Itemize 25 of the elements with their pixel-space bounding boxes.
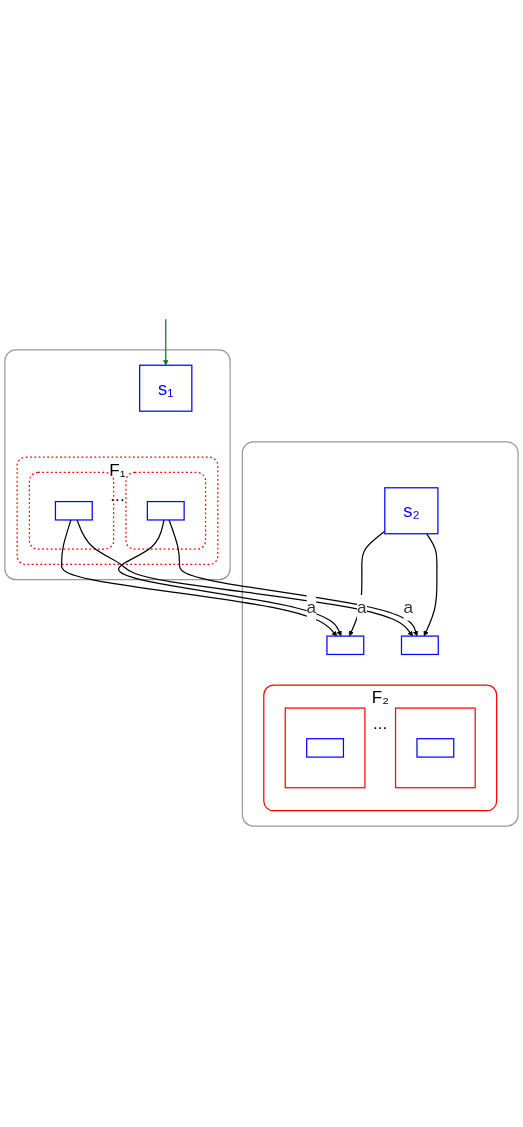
arrow: [348, 530, 386, 637]
node-box: [416, 738, 455, 758]
cluster: F₁ ...: [16, 456, 219, 566]
arrow: [60, 519, 338, 637]
node-box: [54, 501, 93, 521]
node-box: [326, 635, 365, 656]
node-box: s₂: [384, 487, 439, 535]
edge-label: a: [403, 598, 413, 618]
edge-label: a: [357, 598, 367, 618]
arrow: [423, 533, 438, 637]
arrow: [76, 519, 414, 637]
cluster: [394, 707, 476, 789]
cluster: [4, 349, 231, 581]
cluster: F₂ ...: [263, 684, 498, 812]
arrow: [163, 318, 169, 366]
arrow: [118, 519, 342, 637]
cluster: [284, 707, 366, 789]
cluster: [241, 441, 519, 827]
node-box: s₁: [139, 364, 193, 412]
node-box: [146, 501, 185, 521]
edge-label: a: [306, 598, 317, 618]
arrow: [168, 519, 419, 637]
node-box: [400, 635, 439, 656]
node-box: [306, 738, 345, 758]
cluster: [125, 471, 207, 550]
